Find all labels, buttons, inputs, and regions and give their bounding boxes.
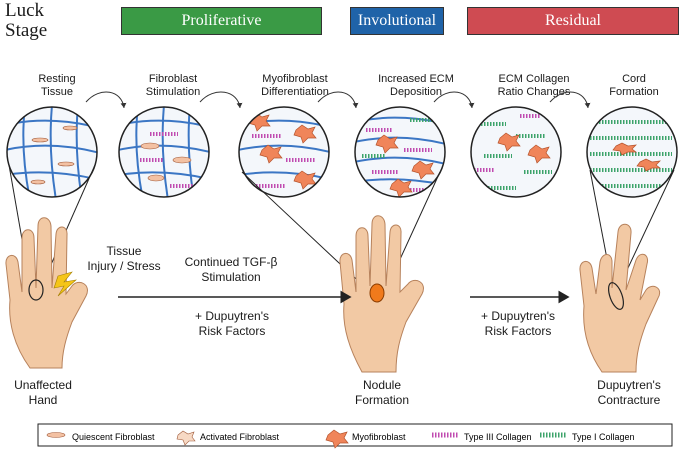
nodule <box>369 283 385 303</box>
tissue-circle-collagen-ratio-outline <box>470 106 562 198</box>
hand-unaffected-region <box>28 279 44 301</box>
tissue-circle-collagen-ratio <box>471 107 561 197</box>
tissue-circle-cord <box>587 107 677 197</box>
step-arrows <box>85 91 591 109</box>
stage-label-involutional: Involutional <box>357 12 437 29</box>
hand-contracture-cord <box>608 282 624 310</box>
legend-label-type3: Type III Collagen <box>464 432 532 442</box>
tissue-circle-stimulation-outline <box>118 106 210 198</box>
step-myofibroblast-differentiation: Myofibroblast Differentiation <box>261 73 329 98</box>
stage-heading: Luck Stage <box>5 0 48 41</box>
step-ecm-collagen-ratio-changes: ECM Collagen Ratio Changes <box>497 73 571 98</box>
legend-box <box>37 423 673 447</box>
step-fibroblast-stimulation: Fibroblast Stimulation <box>145 73 201 98</box>
legend-label-myofibroblast: Myofibroblast <box>352 432 406 442</box>
stage-band-proliferative: Proliferative <box>121 7 322 35</box>
lightning-bolt-icon <box>53 271 77 297</box>
step-increased-ecm-deposition: Increased ECM Deposition <box>378 73 454 98</box>
tissue-circle-differentiation <box>239 107 329 197</box>
annotation-risk-1: + Dupuytren's Risk Factors <box>195 309 269 338</box>
tissue-circle-ecm-deposition-outline <box>354 106 446 198</box>
zoom-line-6b <box>619 169 675 286</box>
step-arrow-1 <box>85 91 127 109</box>
stage-band-involutional: Involutional <box>350 7 444 35</box>
legend-activated-fibroblast-icon <box>176 430 196 446</box>
stage-label-proliferative: Proliferative <box>181 12 262 29</box>
hand-caption-contracture: Dupuytren's Contracture <box>597 378 661 407</box>
step-cord-formation: Cord Formation <box>609 73 659 98</box>
hand-caption-unaffected: Unaffected Hand <box>14 378 72 407</box>
hand-caption-nodule: Nodule Formation <box>354 378 410 407</box>
annotation-injury: Tissue Injury / Stress <box>87 244 161 273</box>
tissue-circle-cord-outline <box>586 106 678 198</box>
stage-band-residual: Residual <box>467 7 679 35</box>
legend-myofibroblast-icon <box>325 429 349 449</box>
hand-unaffected <box>5 217 88 369</box>
tissue-circle-ecm-deposition <box>355 107 445 197</box>
stage-label-residual: Residual <box>545 12 601 29</box>
tissue-circle-resting-outline <box>6 106 98 198</box>
step-resting-tissue: Resting Tissue <box>38 73 76 98</box>
step-arrow-4 <box>433 91 475 109</box>
legend-label-activated: Activated Fibroblast <box>200 432 280 442</box>
tissue-circle-differentiation-outline <box>238 106 330 198</box>
legend-quiescent-fibroblast-icon <box>46 432 66 438</box>
legend-label-type1: Type I Collagen <box>572 432 635 442</box>
tissue-circle-resting <box>7 107 97 197</box>
legend-label-quiescent: Quiescent Fibroblast <box>72 432 155 442</box>
annotation-risk-2: + Dupuytren's Risk Factors <box>481 309 555 338</box>
tissue-circle-stimulation <box>119 107 209 197</box>
step-arrow-2 <box>199 91 243 109</box>
annotation-tgf: Continued TGF-β Stimulation <box>184 255 278 284</box>
step-arrow-3 <box>317 91 359 109</box>
step-arrow-5 <box>549 91 591 109</box>
hand-contracture <box>579 223 660 373</box>
